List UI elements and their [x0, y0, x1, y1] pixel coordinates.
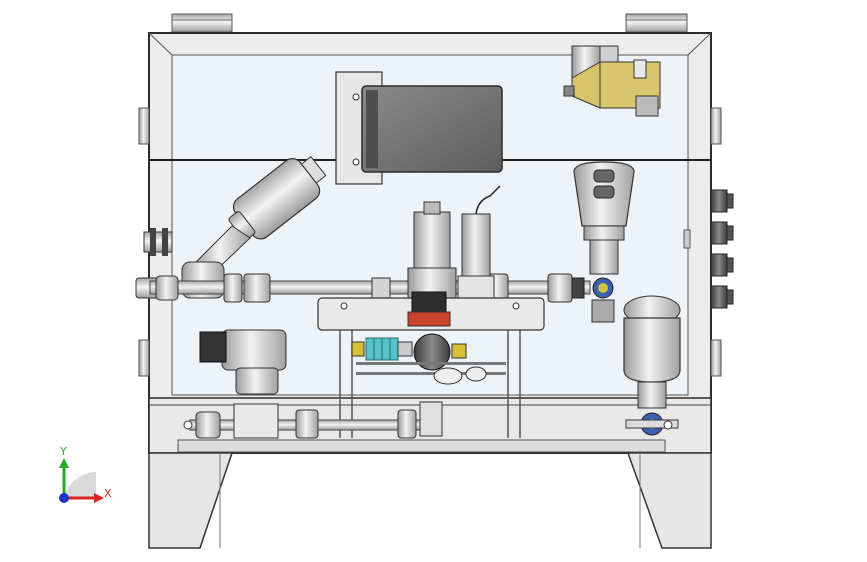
y-axis-label: Y [59, 445, 67, 458]
lifting-lug-left [171, 13, 233, 33]
x-axis-label: X [104, 487, 112, 500]
lifting-lug-right [625, 13, 688, 33]
cable-glands [710, 189, 734, 309]
control-display-unit [335, 71, 503, 185]
lifting-lugs [171, 13, 688, 33]
coordinate-triad: Y X [59, 445, 112, 503]
solenoid-valve-block [563, 45, 661, 117]
display-panel [361, 85, 503, 173]
hinges [138, 107, 722, 377]
bottom-pipe-line [183, 401, 673, 439]
angle-seat-valve [181, 155, 327, 299]
filter-housing-lower [623, 295, 681, 436]
stand-legs [148, 452, 712, 549]
center-instrument-assembly [317, 185, 545, 438]
coil-solenoid-valve [199, 329, 287, 395]
filter-housing-upper [573, 161, 635, 323]
